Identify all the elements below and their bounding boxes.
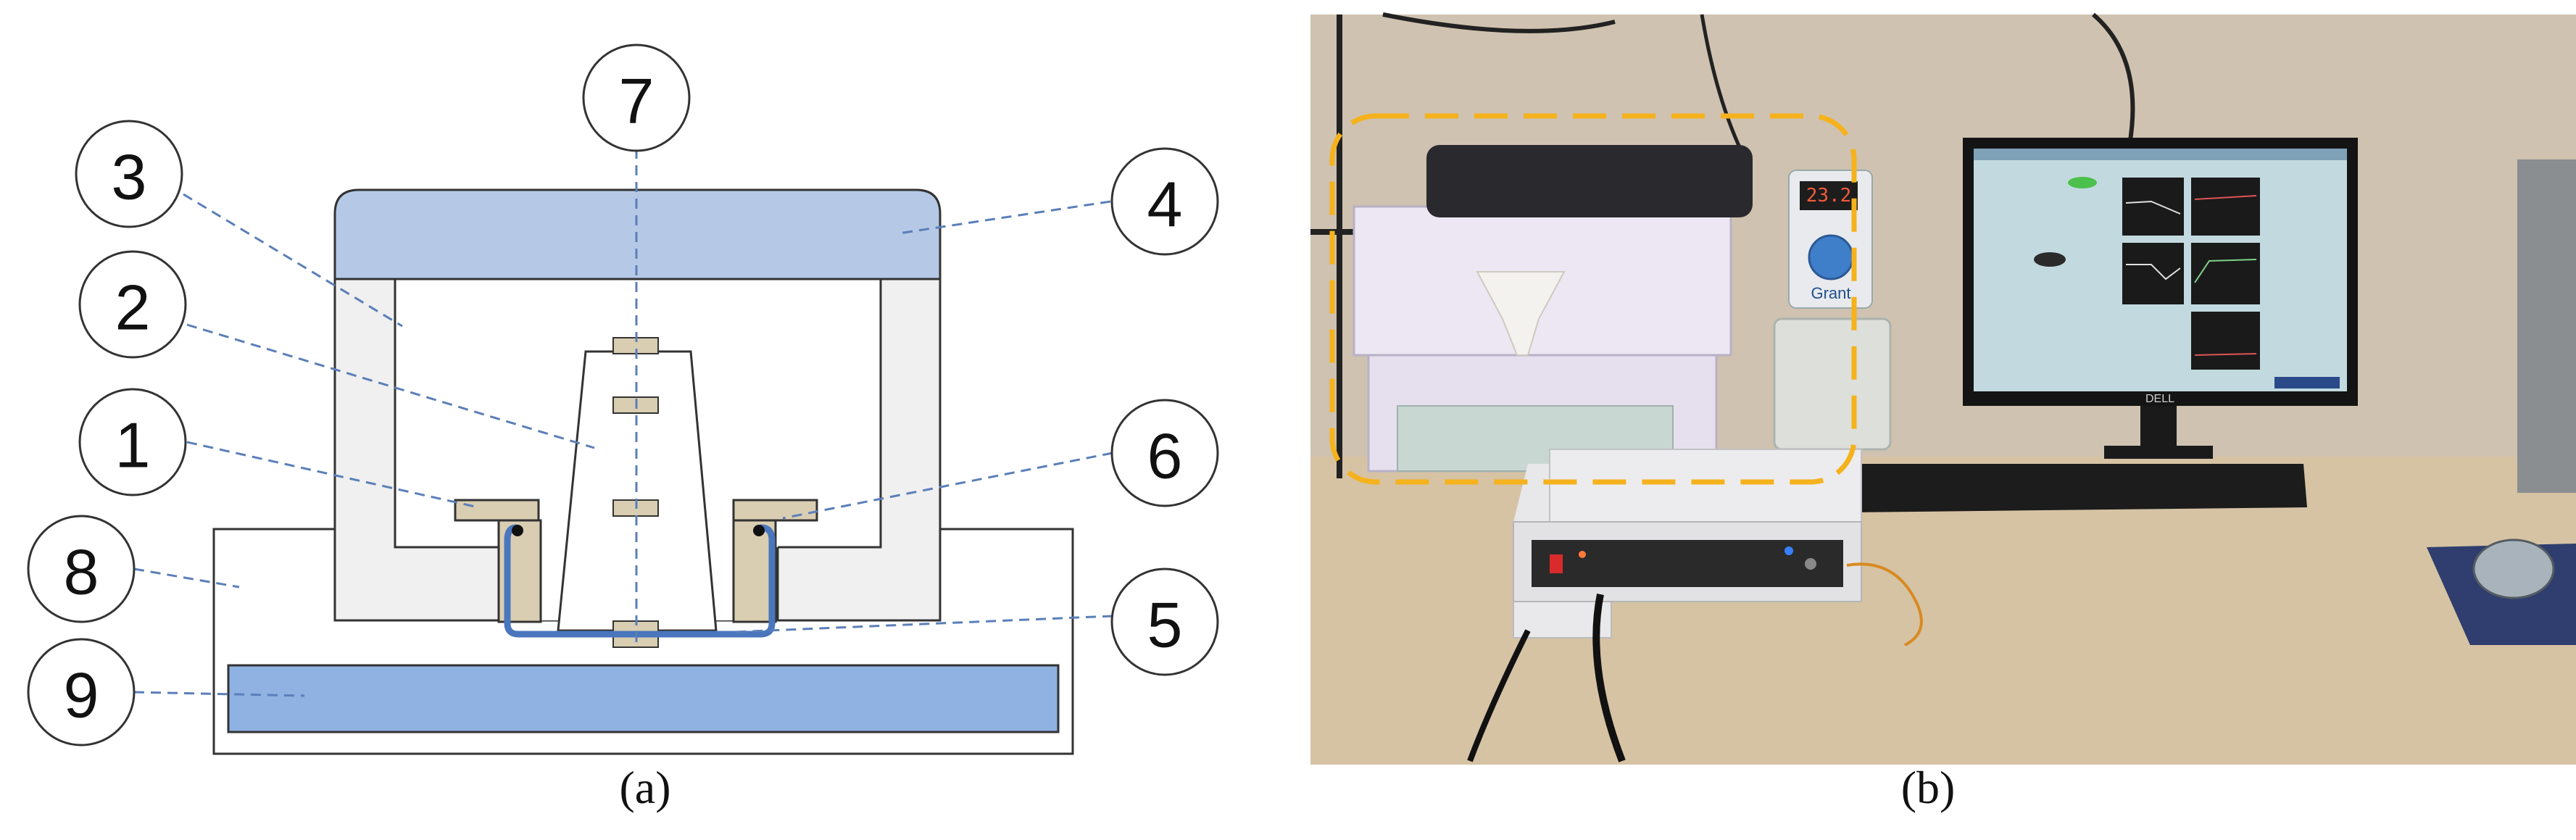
side-panel <box>2517 159 2576 493</box>
svg-text:6: 6 <box>1147 420 1183 492</box>
clamp-right <box>732 499 818 522</box>
callout-9: 9 <box>27 638 136 747</box>
caption-a: (a) <box>619 762 671 813</box>
setup-photo: 23.2 Grant DELL <box>1310 12 2576 765</box>
highlight-box <box>1329 113 1857 485</box>
svg-text:7: 7 <box>619 65 655 137</box>
photo-panel: 23.2 Grant DELL <box>1290 0 2576 837</box>
daq-front-panel <box>1532 540 1843 587</box>
svg-text:4: 4 <box>1147 169 1183 241</box>
daq-box-top-face <box>1549 449 1862 530</box>
svg-text:1: 1 <box>115 409 151 481</box>
monitor-graphs <box>2122 178 2260 370</box>
schematic-panel: 3 7 4 2 1 6 8 5 9 <box>0 0 1290 837</box>
monitor-stand <box>2140 406 2177 449</box>
callout-4: 4 <box>1110 147 1219 256</box>
black-lid <box>1426 145 1753 217</box>
callout-1: 1 <box>78 388 187 496</box>
water-layer <box>227 664 1060 733</box>
tube <box>504 524 776 638</box>
caption-b: (b) <box>1900 762 1956 813</box>
svg-text:9: 9 <box>64 660 99 731</box>
beaker <box>1773 317 1892 451</box>
svg-text:3: 3 <box>112 141 147 213</box>
controller-knob <box>1808 234 1854 280</box>
callout-3: 3 <box>75 120 183 228</box>
funnel <box>1476 271 1566 356</box>
callout-7: 7 <box>582 43 691 152</box>
monitor-brand: DELL <box>2145 393 2174 405</box>
controller-screen <box>1800 181 1858 210</box>
callout-6: 6 <box>1110 399 1219 507</box>
controller-display: 23.2 <box>1806 185 1852 207</box>
callout-8: 8 <box>27 515 136 623</box>
mouse <box>2472 538 2555 599</box>
svg-text:5: 5 <box>1147 589 1183 661</box>
controller-brand: Grant <box>1811 284 1850 302</box>
svg-text:8: 8 <box>64 536 99 608</box>
callout-5: 5 <box>1110 567 1219 676</box>
schematic-diagram: 3 7 4 2 1 6 8 5 9 <box>27 43 1219 755</box>
svg-text:2: 2 <box>115 272 151 344</box>
clamp-left <box>454 499 540 522</box>
callout-2: 2 <box>78 250 187 359</box>
